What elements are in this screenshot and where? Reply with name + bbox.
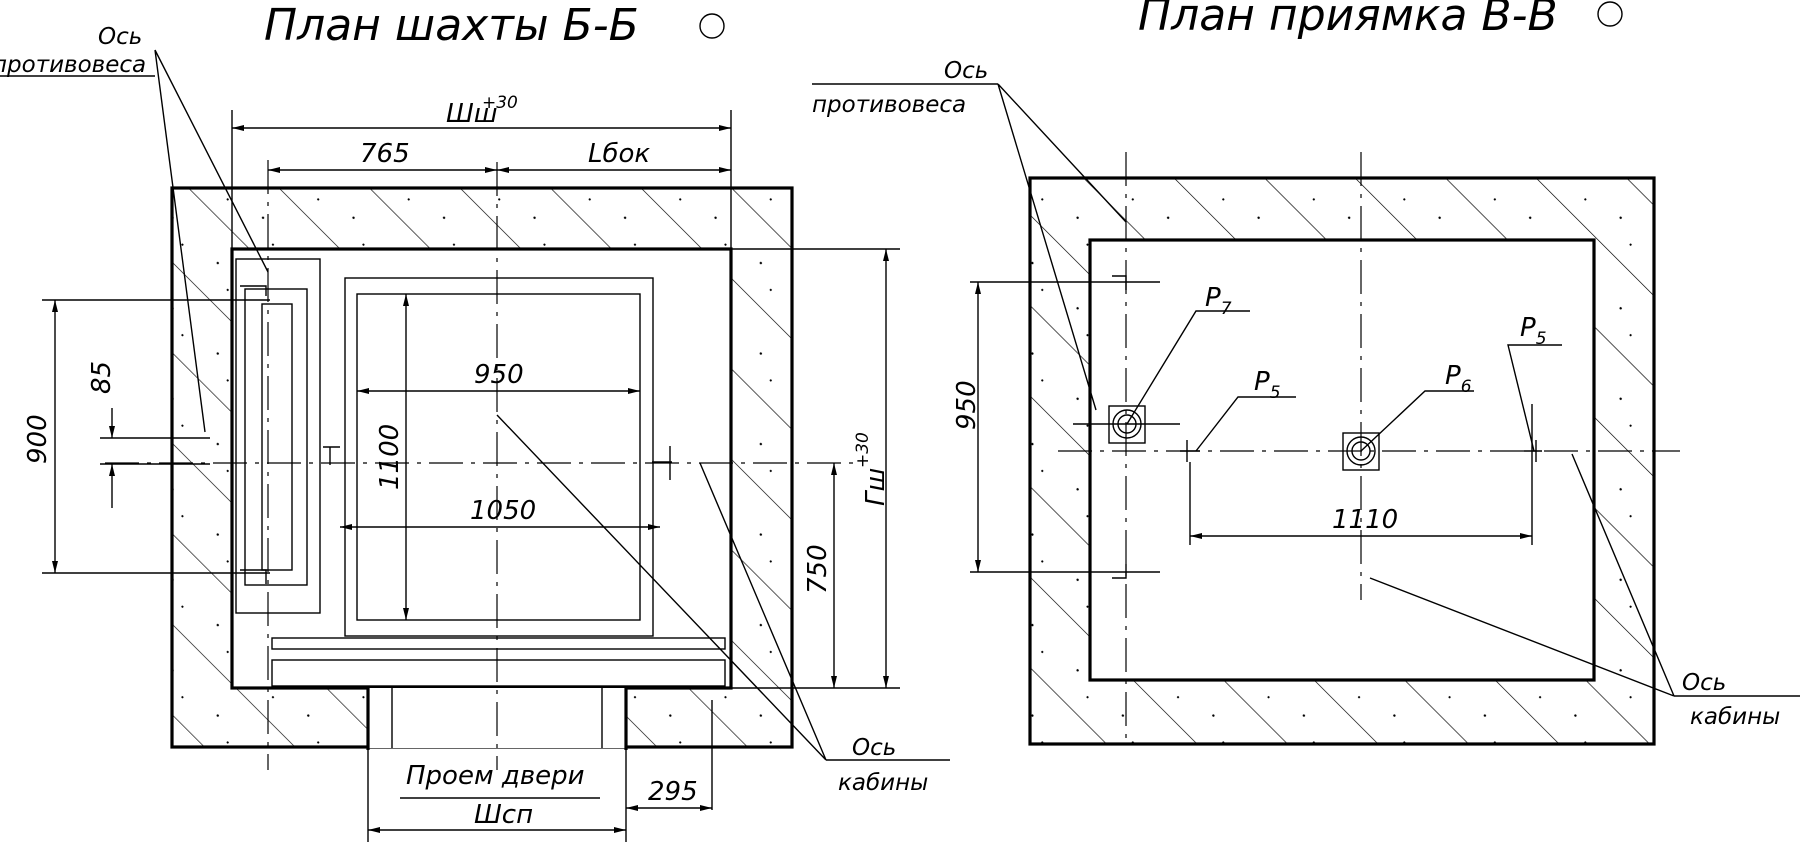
pit-inner-wall	[1088, 238, 1596, 682]
cabin-axis-label-1: Ось	[852, 735, 896, 761]
pit-rail-left	[1180, 440, 1200, 462]
p5-right-label: P5	[1520, 313, 1547, 349]
cabin-outline	[344, 277, 654, 637]
shaft-plan-title: План шахты Б-Б	[264, 0, 639, 51]
pit-plan-title: План приямка В-В	[1138, 0, 1558, 41]
door-opening-label: Проем двери	[406, 761, 585, 791]
dim-765: 765	[360, 139, 410, 169]
dim-85: 85	[87, 361, 117, 394]
pit-counterweight-axis-label-1: Ось	[944, 58, 988, 84]
shaft-depth-label: Гш	[861, 468, 891, 506]
buffer-p6	[1342, 432, 1380, 471]
pit-outer-wall	[1028, 176, 1656, 746]
counterweight-frame	[235, 258, 321, 614]
shaft-width-label: Шш	[446, 99, 498, 129]
cabin-rail-left	[323, 446, 340, 465]
p5-left-label: P5	[1254, 367, 1281, 403]
shaft-sill	[271, 659, 726, 687]
dim-295: 295	[648, 777, 698, 807]
shaft-width-tolerance: +30	[482, 93, 518, 113]
pit-counterweight-axis-label-2: противовеса	[812, 92, 966, 118]
shaft-walls	[172, 188, 792, 747]
shaft-outer-wall	[170, 186, 794, 749]
pit-cabin-axis-label-2: кабины	[1690, 704, 1780, 730]
dim-750: 750	[803, 544, 833, 594]
pit-rail-right	[1524, 440, 1542, 462]
shaft-depth-tolerance: +30	[853, 432, 873, 468]
view-marker-icon	[699, 13, 725, 39]
pit-dim-950: 950	[952, 380, 982, 430]
cabin-sill	[271, 637, 726, 650]
pit-walls	[1030, 178, 1654, 744]
dim-lbok: Lбок	[588, 139, 650, 169]
p6-label: P6	[1445, 361, 1472, 397]
counterweight-axis-label-2: противовеса	[0, 52, 146, 78]
cabin-axis-label-2: кабины	[838, 770, 928, 796]
view-marker-icon	[1597, 1, 1623, 27]
cabin-inner	[356, 293, 641, 621]
dim-950: 950	[474, 360, 524, 390]
dim-900: 900	[23, 414, 53, 464]
shaft-plan: План шахты Б-Б Шш +30	[0, 0, 950, 842]
dim-door-width: Шсп	[474, 800, 533, 830]
dim-1050: 1050	[470, 496, 536, 526]
p7-label: P7	[1205, 283, 1232, 319]
counterweight-axis-label-1: Ось	[98, 24, 142, 50]
pit-dim-1110: 1110	[1332, 505, 1398, 535]
pit-plan: План приямка В-В 950 1110	[812, 0, 1800, 746]
dim-1100: 1100	[375, 424, 405, 490]
pit-cabin-axis-label-1: Ось	[1682, 670, 1726, 696]
